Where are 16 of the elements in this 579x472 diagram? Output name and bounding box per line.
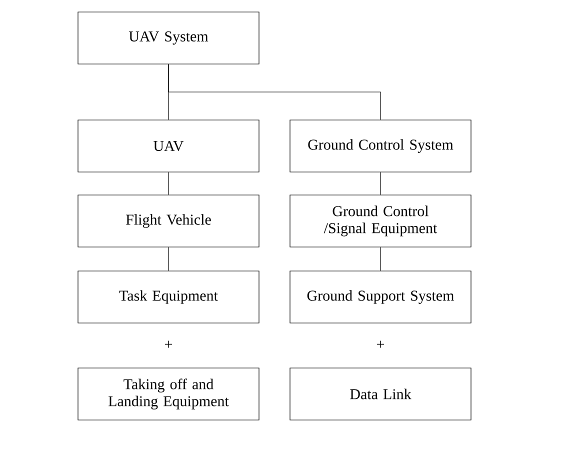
process-box: UAV System <box>78 12 260 64</box>
connector-line <box>380 172 381 195</box>
process-box: UAV <box>78 120 260 172</box>
connector-line <box>168 172 169 195</box>
process-box: Data Link <box>290 368 472 420</box>
process-box: Ground Control System <box>290 120 472 172</box>
process-box: Taking off and Landing Equipment <box>78 368 260 420</box>
process-box: Flight Vehicle <box>78 194 260 248</box>
process-box: Ground Support System <box>290 270 472 324</box>
plus-sign: + <box>377 340 384 348</box>
process-box: Task Equipment <box>78 270 260 324</box>
connector-line <box>168 64 381 120</box>
connector-line <box>380 247 381 271</box>
plus-sign: + <box>165 340 172 348</box>
process-box: Ground Control /Signal Equipment <box>290 194 472 248</box>
connector-line <box>168 247 169 271</box>
